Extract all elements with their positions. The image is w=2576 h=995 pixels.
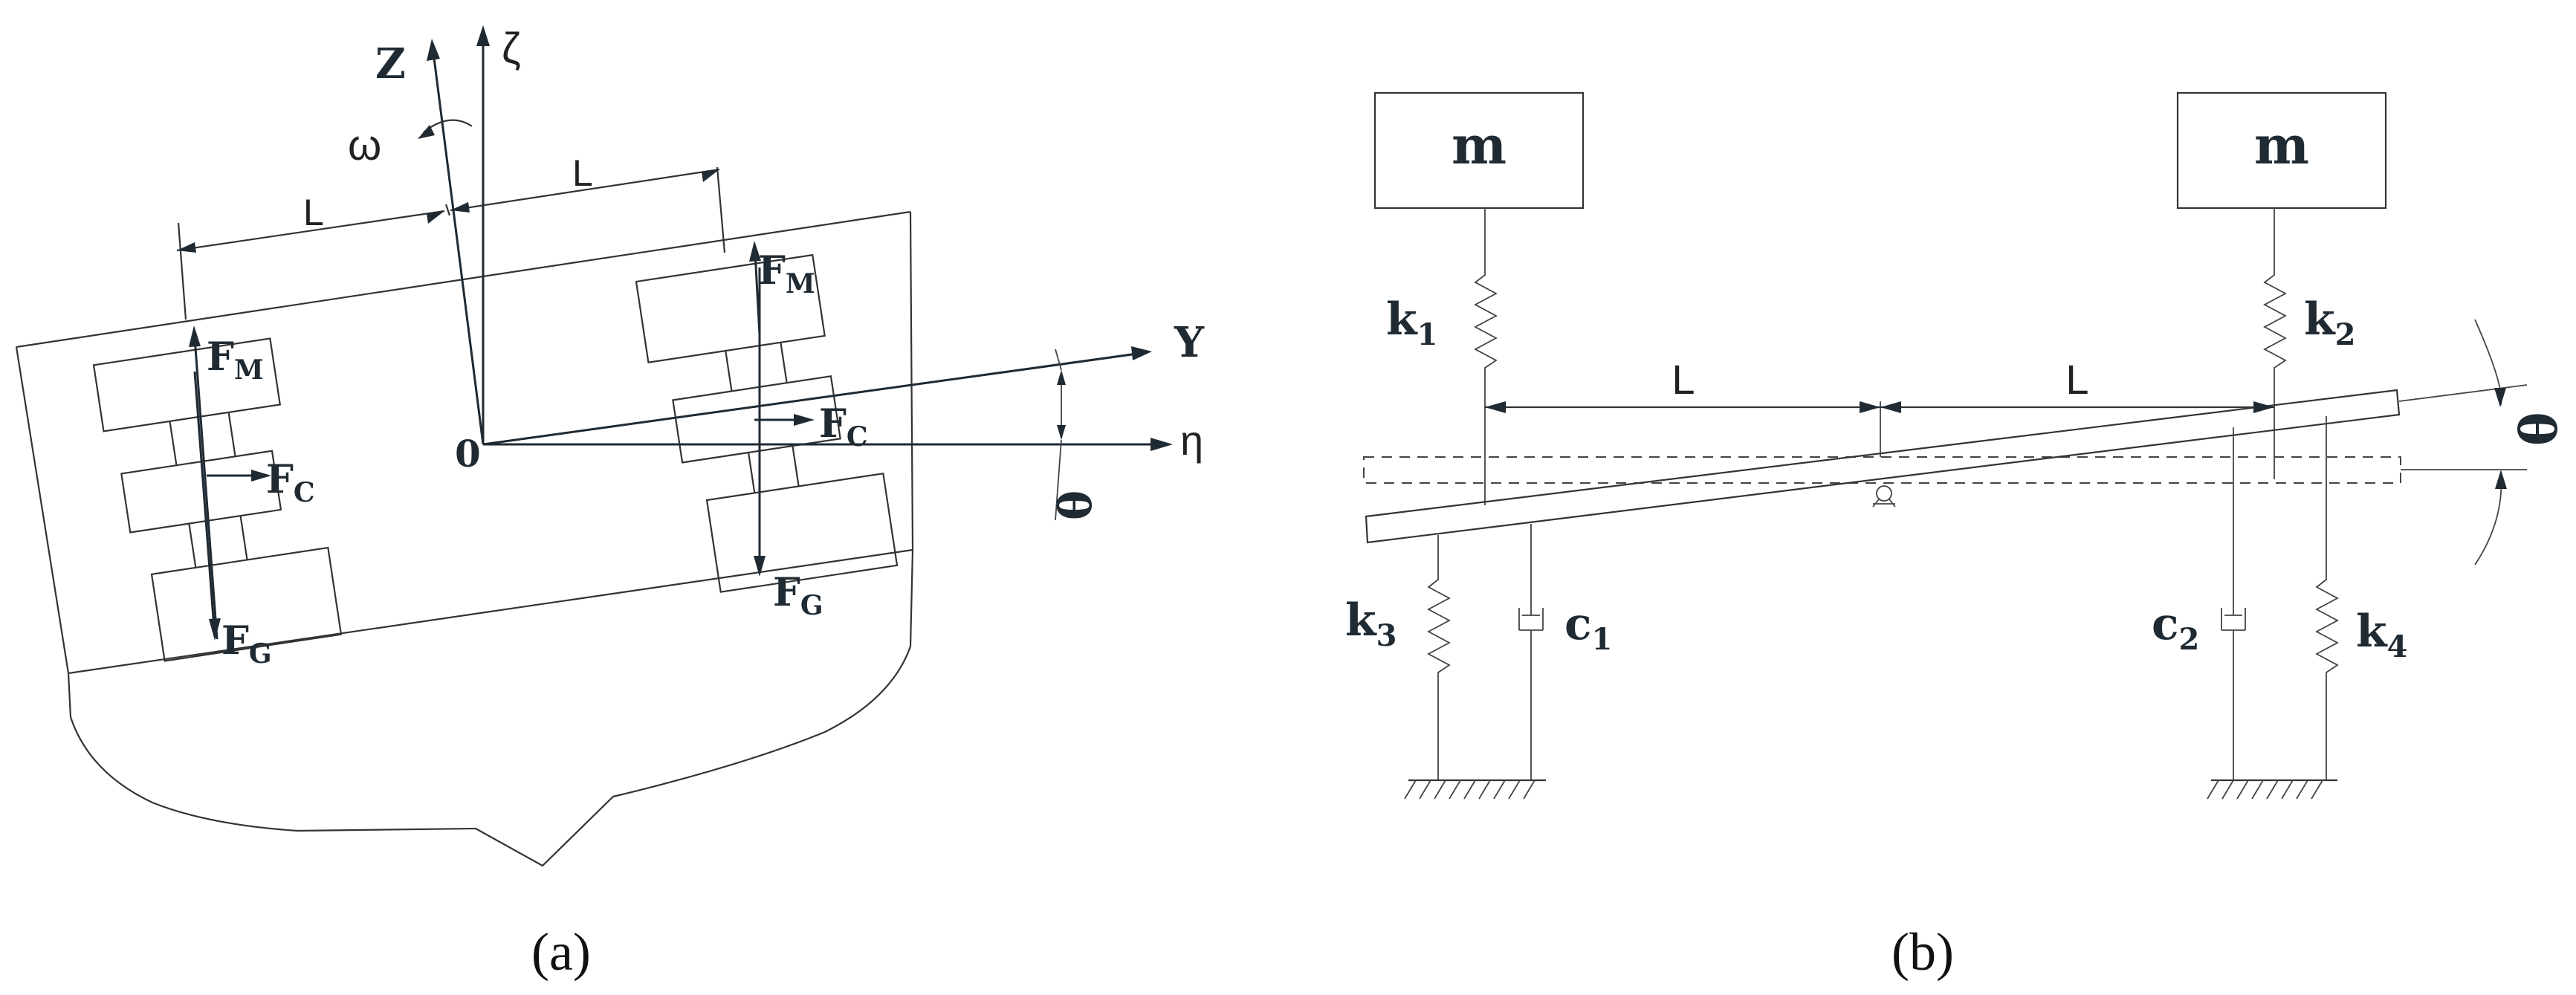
svg-text:FG: FG [221, 618, 272, 670]
force-fg-right: F [773, 570, 800, 615]
svg-text:FC: FC [819, 401, 868, 453]
theta-label-b: θ [2510, 412, 2569, 446]
svg-text:c2: c2 [2152, 598, 2199, 657]
force-fc-left: F [266, 457, 294, 502]
z-axis [432, 51, 485, 445]
caption-b: (b) [1891, 922, 1954, 982]
force-fm-left: F [207, 334, 234, 380]
damper-c1 [1518, 524, 1544, 780]
mass-left-box [1373, 91, 1585, 210]
dim-b-right-label: L [2065, 356, 2088, 403]
mass-right-box [2176, 91, 2387, 210]
panel-b: m m L L [1345, 91, 2569, 982]
svg-text:FC: FC [266, 457, 315, 508]
dim-l-left-label: L [303, 192, 324, 233]
svg-text:FM: FM [207, 334, 264, 386]
left-lower-box [150, 546, 343, 662]
svg-text:FG: FG [773, 570, 823, 621]
force-fm-right: F [758, 248, 786, 294]
mass-right-label: m [2254, 114, 2309, 176]
c1-label: c [1564, 598, 1592, 650]
dim-b-left-label: L [1672, 356, 1695, 403]
theta-label-a: θ [1050, 490, 1102, 520]
floor-line [68, 548, 913, 675]
dim-l-left [176, 210, 445, 252]
y-axis-label: Y [1174, 318, 1205, 367]
tilted-beam [1365, 389, 2401, 544]
k4-label: k [2356, 606, 2388, 658]
z-axis-label: Z [375, 39, 406, 88]
svg-text:c1: c1 [1564, 598, 1612, 657]
left-upper-box [92, 337, 282, 432]
spring-k3 [1427, 535, 1451, 780]
spring-k4 [2315, 416, 2339, 780]
pivot [1876, 485, 1892, 502]
panel-a: Z ζ ω Y η 0 θ L L FM FC FG FM FC FG (a) [15, 25, 1205, 982]
svg-text:FM: FM [758, 248, 815, 299]
c2-label: c [2152, 598, 2179, 650]
k3-label: k [1345, 594, 1377, 646]
mass-left-label: m [1452, 114, 1507, 176]
origin-label: 0 [455, 432, 481, 476]
y-axis [482, 352, 1138, 446]
zeta-axis-label: ζ [502, 25, 521, 73]
force-fc-right: F [819, 401, 847, 447]
svg-text:k3: k3 [1345, 594, 1397, 653]
dim-l-right-label: L [572, 152, 593, 194]
damper-c2 [2221, 427, 2246, 780]
reference-beam [1363, 456, 2401, 484]
body-top-edge [16, 210, 911, 349]
right-middle-box [672, 375, 841, 464]
right-upper-box [635, 253, 826, 364]
dim-l-right [450, 168, 720, 212]
spring-k2 [2263, 208, 2287, 461]
k1-label: k [1386, 294, 1418, 346]
right-lower-box [705, 472, 899, 593]
force-fg-left: F [221, 618, 249, 664]
hull-bottom [67, 549, 914, 867]
body-left-edge [15, 346, 70, 674]
caption-a: (a) [531, 922, 591, 982]
svg-text:k4: k4 [2356, 606, 2407, 664]
eta-axis-label: η [1180, 417, 1203, 464]
svg-text:k1: k1 [1386, 294, 1437, 352]
body-right-edge [909, 211, 914, 551]
svg-text:k2: k2 [2304, 294, 2355, 352]
omega-label: ω [348, 121, 381, 169]
k2-label: k [2304, 294, 2336, 346]
spring-k1 [1474, 208, 1498, 505]
